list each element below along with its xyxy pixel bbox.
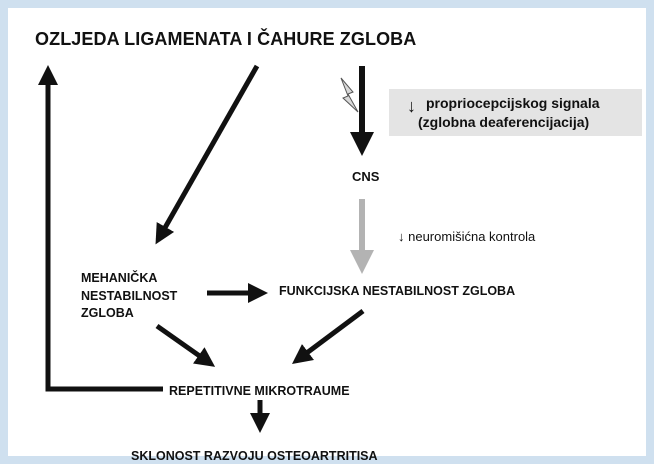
- decrease-arrow: ↓: [407, 96, 416, 116]
- neuromuscular-control-label: ↓ neuromišićna kontrola: [398, 229, 536, 244]
- lightning-bolt-icon: [340, 77, 359, 113]
- proprioception-note-line2: (zglobna deaferencijacija): [418, 114, 590, 130]
- proprioception-note-box: [389, 89, 642, 136]
- arrows-layer: [38, 64, 374, 433]
- arrow-mechanical-to-microtrauma: [155, 323, 216, 367]
- cns-node: CNS: [352, 169, 380, 184]
- mechanical-instability-line2: NESTABILNOST: [81, 288, 178, 303]
- feedback-loop-arrow: [38, 65, 163, 392]
- mechanical-instability-node: MEHANIČKA NESTABILNOST ZGLOBA: [81, 270, 177, 323]
- proprioception-note-line1: propriocepcijskog signala: [426, 95, 600, 111]
- arrow-functional-to-microtrauma: [291, 308, 365, 364]
- microtrauma-node: REPETITIVNE MIKROTRAUME: [169, 384, 350, 398]
- mechanical-instability-line3: ZGLOBA: [81, 306, 134, 320]
- arrow-title-to-mechanical: [155, 64, 260, 245]
- mechanical-instability-line1: MEHANIČKA: [81, 271, 158, 285]
- osteoarthritis-node: SKLONOST RAZVOJU OSTEOARTRITISA: [131, 449, 378, 463]
- functional-instability-node: FUNKCIJSKA NESTABILNOST ZGLOBA: [279, 284, 516, 298]
- diagram-title: OZLJEDA LIGAMENATA I ČAHURE ZGLOBA: [35, 29, 417, 49]
